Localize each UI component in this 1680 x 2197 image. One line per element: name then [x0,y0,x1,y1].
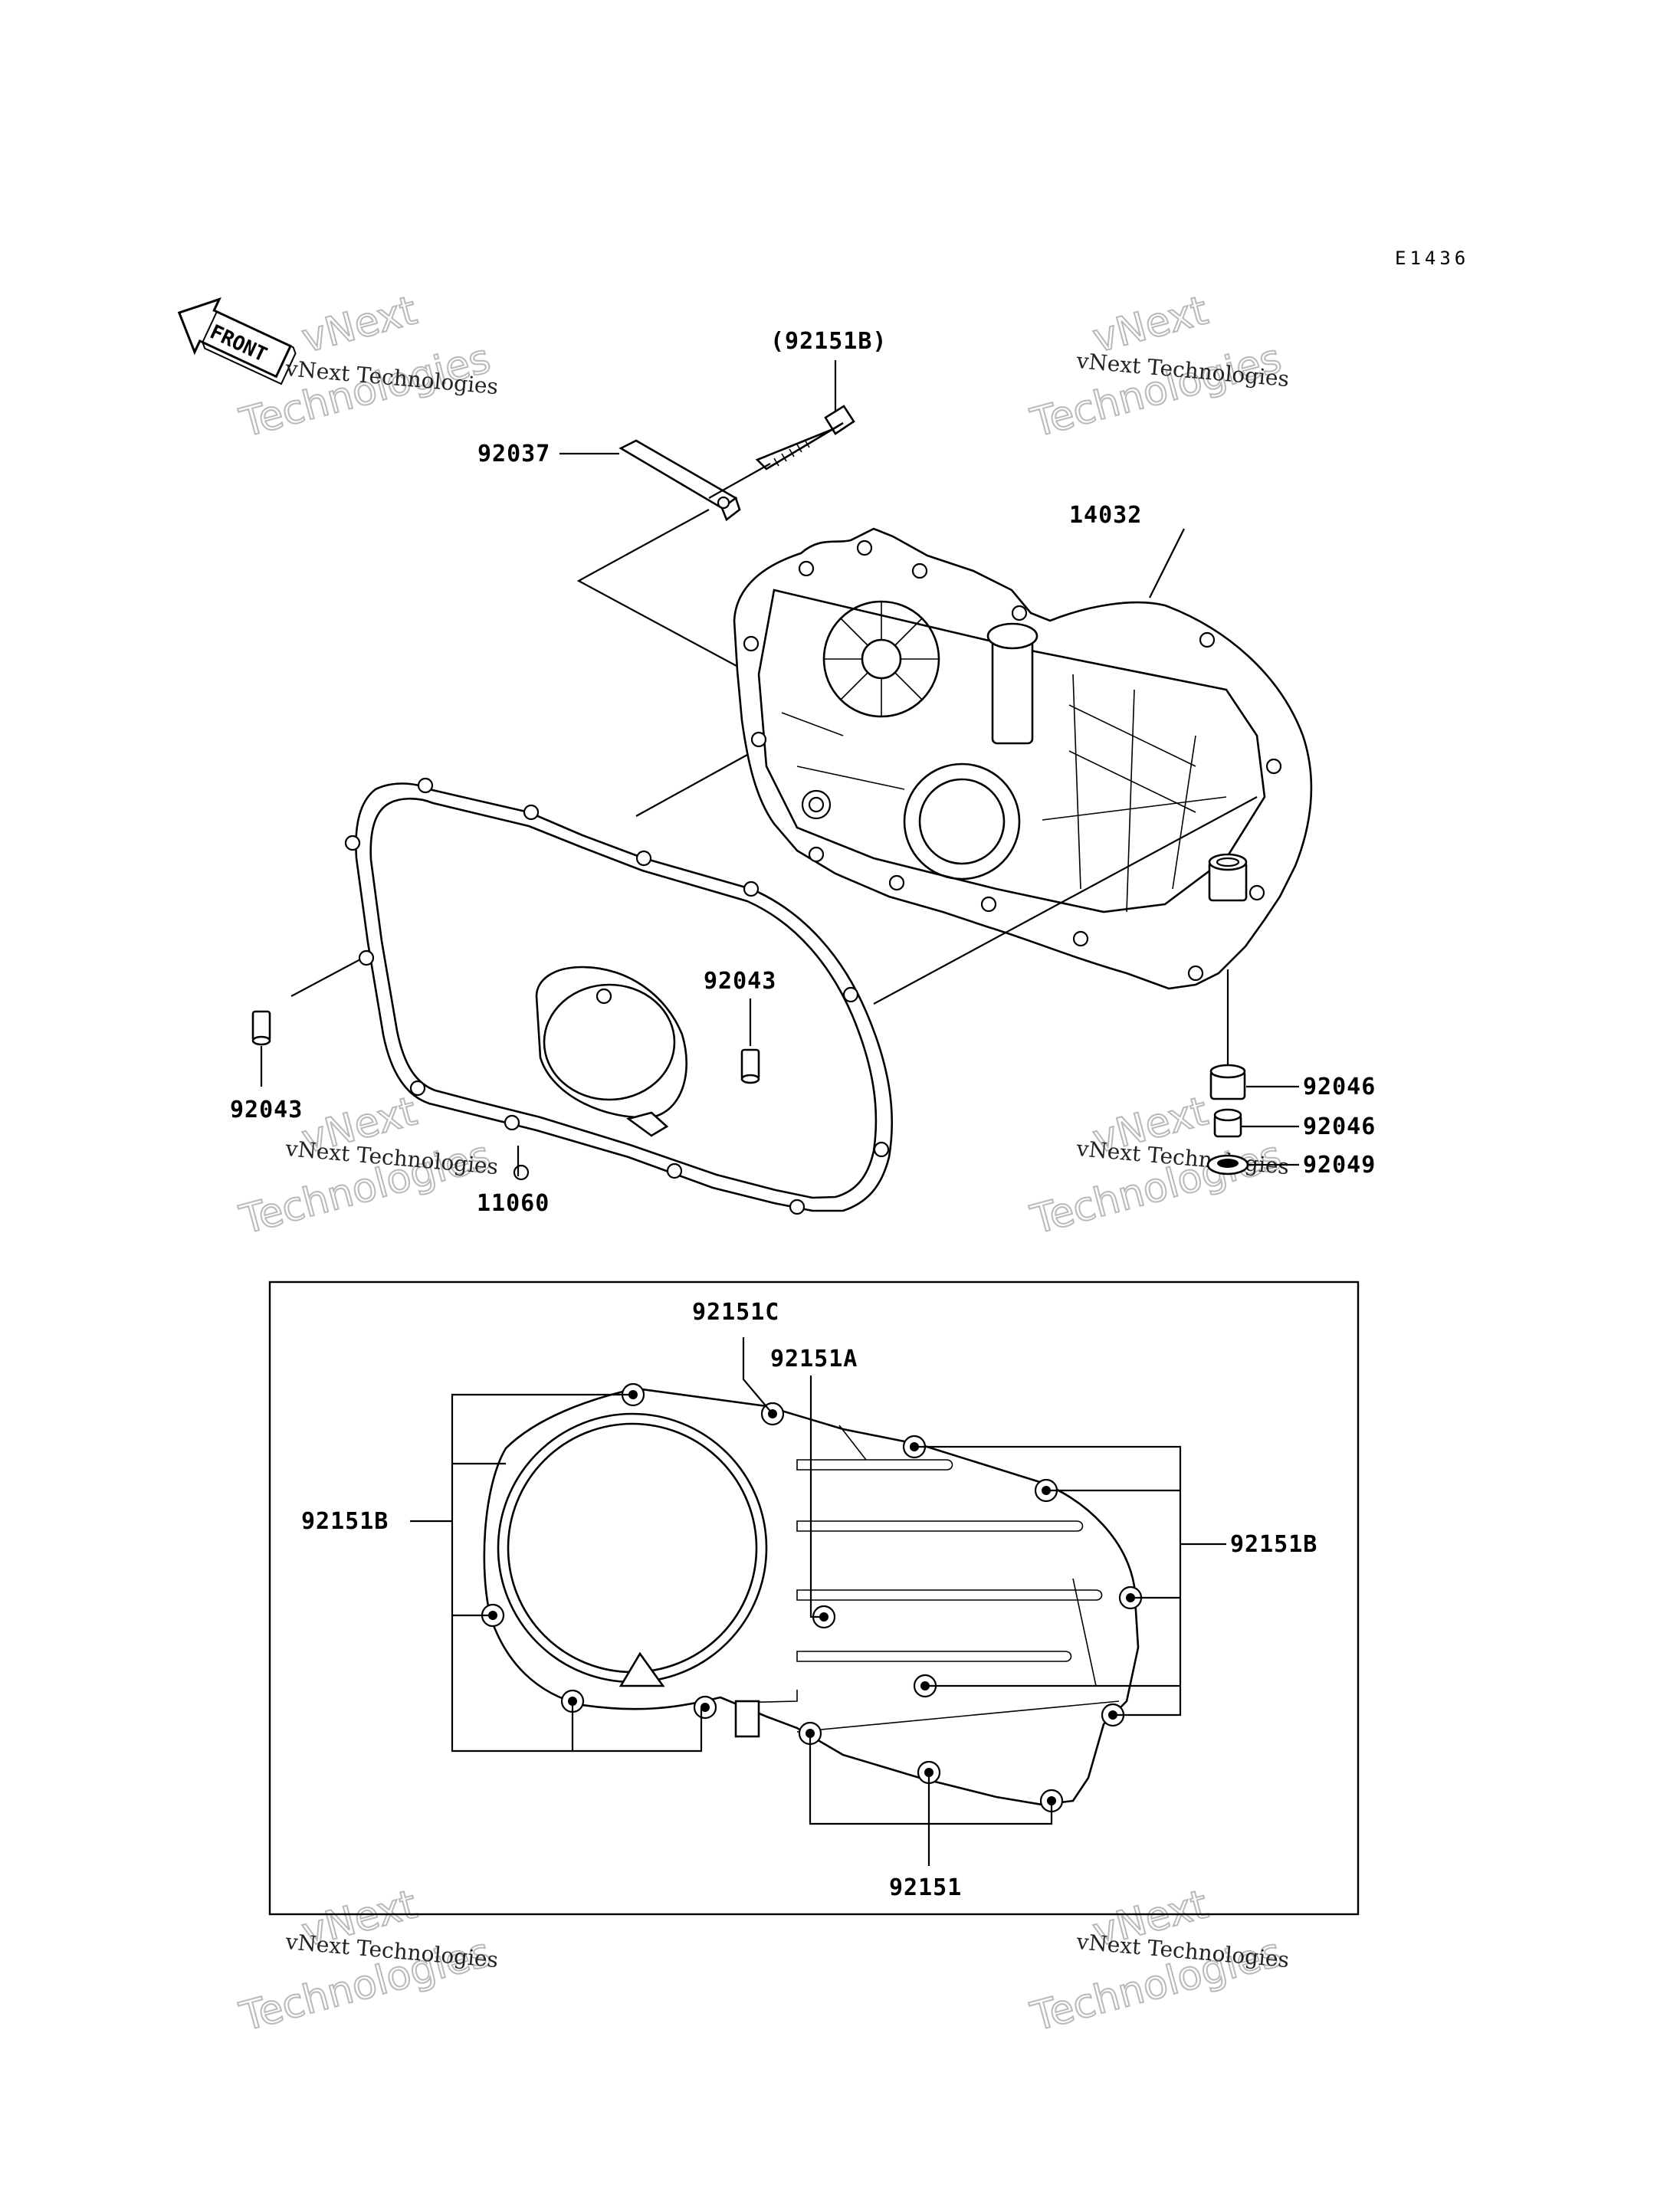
label-92151c: 92151C [692,1299,779,1326]
svg-text:Technologies: Technologies [1026,336,1286,447]
diagram-code: E1436 [1395,248,1469,269]
label-92043-mid: 92043 [704,968,776,995]
label-92151a: 92151A [770,1346,858,1372]
bush-92046-a-part [1209,1064,1246,1100]
label-92043-left: 92043 [230,1097,303,1123]
label-14032: 14032 [1069,502,1142,529]
dowel-92043-mid-part [740,1048,760,1084]
bush-92046-b-part [1213,1108,1242,1138]
dowel-92043-left-part [251,1010,271,1046]
watermark-mid-right: vNext Technologies vNext Technologies [1025,1087,1290,1244]
label-11060: 11060 [477,1190,550,1217]
bolt-pattern-inset [268,1280,1360,1916]
cover-14032-part [733,527,1313,990]
svg-text:vNext: vNext [297,287,422,362]
label-92046-a: 92046 [1303,1074,1376,1100]
bolt-92151b-part [755,405,855,471]
label-bolt-92151b: (92151B) [770,328,888,355]
label-92046-b: 92046 [1303,1113,1376,1140]
inset-leader-lines [410,1337,1226,1866]
watermark-bottom-right: vNext Technologies vNext Technologies [1025,1881,1290,2041]
label-92151b-left: 92151B [301,1508,389,1535]
label-92049: 92049 [1303,1152,1376,1179]
front-arrow-icon: FRONT [177,297,297,385]
gasket-11060-part [344,777,894,1215]
label-92037: 92037 [477,441,550,467]
watermark-top-right: vNext Technologies vNext Technologies [1025,287,1290,448]
seal-92049-part [1206,1154,1249,1176]
spacer-92037-part [619,439,741,522]
label-92151: 92151 [889,1874,962,1901]
watermark-bottom-left: vNext Technologies vNext Technologies [235,1881,499,2041]
label-92151b-right: 92151B [1230,1531,1317,1558]
